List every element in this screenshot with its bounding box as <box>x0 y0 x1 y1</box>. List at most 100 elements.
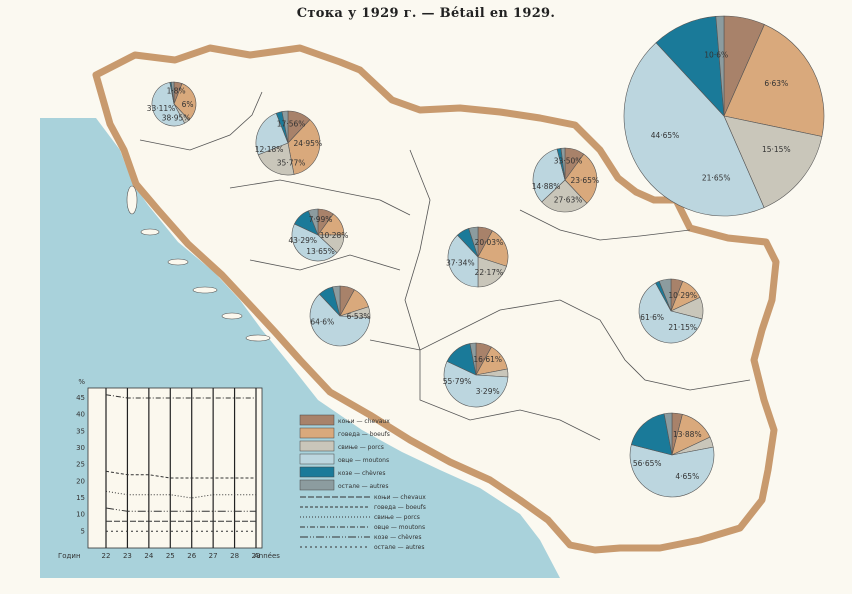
islands <box>126 185 271 342</box>
pie-slice-moutons <box>151 82 186 127</box>
pie-label: 10·6% <box>704 51 728 60</box>
pie-w1: 43·29% 13·65% 10·28% 7·99% <box>288 208 349 262</box>
inset-series-porcs <box>105 490 256 499</box>
pie-label: 33·50% <box>554 156 583 165</box>
pie-nw: 33·11%38·95%6%1·8% <box>147 81 197 127</box>
pie-label: 14·88% <box>532 182 561 191</box>
pie-label: 44·65% <box>651 131 680 140</box>
legend-label-boeufs: говеда — boeufs <box>338 431 390 438</box>
pie-label: 23·65% <box>570 176 599 185</box>
legend-line-label: свиње — porcs <box>374 514 420 521</box>
pie-label: 12·18% <box>255 145 284 154</box>
legend-swatch-boeufs <box>299 427 335 439</box>
pie-slice-autres <box>332 285 341 317</box>
inset-xlabel-right: Années <box>254 552 280 560</box>
legend-swatch-moutons <box>299 453 335 465</box>
pie-slice-chevres <box>630 413 673 456</box>
pie-slice-autres <box>308 208 319 236</box>
pie-slice-autres <box>281 110 289 144</box>
pie-label: 3·29% <box>476 387 500 396</box>
inset-ytick: 20 <box>76 477 85 485</box>
inset-xtick: 26 <box>187 552 196 560</box>
pie-label: 61·6% <box>640 313 664 322</box>
pie-slice-boeufs <box>723 24 825 137</box>
pie-label: 13·88% <box>673 430 702 439</box>
pie-slice-porcs <box>723 115 823 209</box>
inset-xtick: 23 <box>123 552 132 560</box>
pie-label: 4·65% <box>675 472 699 481</box>
pie-label: 27·63% <box>554 196 583 205</box>
pie-charts-layer: 33·11%38·95%6%1·8%12·18%35·77%24·95%17·5… <box>147 15 825 498</box>
pie-slice-moutons <box>623 42 765 217</box>
pie-label: 43·29% <box>288 236 317 245</box>
pie-slice-boeufs <box>564 153 598 204</box>
pie-se1: 56·65% 4·65% 13·88% <box>629 412 715 498</box>
pie-slice-moutons <box>638 282 703 344</box>
pie-slice-boeufs <box>477 230 509 267</box>
inset-xtick: 24 <box>144 552 153 560</box>
pie-label: 21·65% <box>702 174 731 183</box>
pie-label: 6·63% <box>764 79 788 88</box>
legend: коњи — chevaux говеда — boeufs свиње — por… <box>299 414 426 551</box>
inset-ytick: 15 <box>76 494 85 502</box>
pie-label: 7·99% <box>309 215 333 224</box>
pie-s1: 55·79% 3·29% 16·61% <box>443 342 509 408</box>
inset-ytick: 30 <box>76 444 85 452</box>
pie-slice-autres <box>715 15 725 117</box>
pie-label: 21·15% <box>668 323 697 332</box>
pie-slice-autres <box>469 342 477 376</box>
pie-slice-porcs <box>257 142 295 176</box>
pie-label: 6% <box>182 100 194 109</box>
legend-label-autres: остале — autres <box>338 483 388 490</box>
pie-label: 6·53% <box>347 312 371 321</box>
legend-line-label: говеда — boeufs <box>374 504 426 511</box>
inset-xtick: 27 <box>209 552 218 560</box>
pie-slice-autres <box>663 412 673 456</box>
legend-swatch-chevaux <box>299 414 335 426</box>
legend-label-porcs: свиње — porcs <box>338 444 384 451</box>
legend-line-label: овце — moutons <box>374 524 425 531</box>
pie-slice-boeufs <box>173 83 197 121</box>
pie-label: 16·61% <box>473 355 502 364</box>
pie-label: 55·79% <box>443 377 472 386</box>
pie-label: 56·65% <box>633 459 662 468</box>
inset-xtick: 25 <box>166 552 175 560</box>
pie-e1: 61·6%21·15%10·29% <box>638 278 704 344</box>
pie-label: 35·77% <box>277 159 306 168</box>
inset-ytick: 10 <box>76 511 85 519</box>
pie-label: 17·56% <box>277 119 306 128</box>
inset-xlabel-left: Годин <box>58 552 81 560</box>
pie-label: 10·28% <box>320 231 349 240</box>
inset-xtick: 29 <box>252 552 261 560</box>
pie-ne1: 14·88% 27·63% 23·65% 33·50% <box>532 147 599 213</box>
pie-slice-moutons <box>532 148 566 203</box>
pie-label: 38·95% <box>162 114 191 123</box>
pie-slice-moutons <box>447 234 479 288</box>
pie-w2: 64·6% 6·53% <box>309 285 371 347</box>
pie-label: 64·6% <box>310 318 334 327</box>
inset-ytick: 40 <box>76 411 85 419</box>
pie-label: 37·34% <box>446 259 475 268</box>
pie-label: 13·65% <box>306 247 335 256</box>
pie-total: 44·65%21·65%15·15%6·63%10·6% <box>623 15 825 217</box>
region-boundaries <box>139 91 751 441</box>
inset-ytick: 5 <box>81 527 85 535</box>
pie-slice-autres <box>560 147 566 181</box>
inset-frame <box>87 387 263 549</box>
pie-slice-moutons <box>291 223 338 262</box>
pie-slice-moutons <box>629 444 715 498</box>
inset-unit: % <box>78 378 85 386</box>
pie-slice-porcs <box>477 256 507 288</box>
inset-xtick: 28 <box>230 552 239 560</box>
legend-swatch-chevres <box>299 466 335 478</box>
legend-label-chevaux: коњи — chevaux <box>338 418 390 425</box>
pie-label: 22·17% <box>475 268 504 277</box>
inset-series-chevres <box>105 507 256 512</box>
inset-ytick: 35 <box>76 427 85 435</box>
legend-line-label: остале — autres <box>374 544 424 551</box>
pie-label: 1·8% <box>167 87 186 96</box>
map-title: Стока у 1929 г. — Bétail en 1929. <box>296 6 556 21</box>
inset-ytick: 45 <box>76 394 85 402</box>
